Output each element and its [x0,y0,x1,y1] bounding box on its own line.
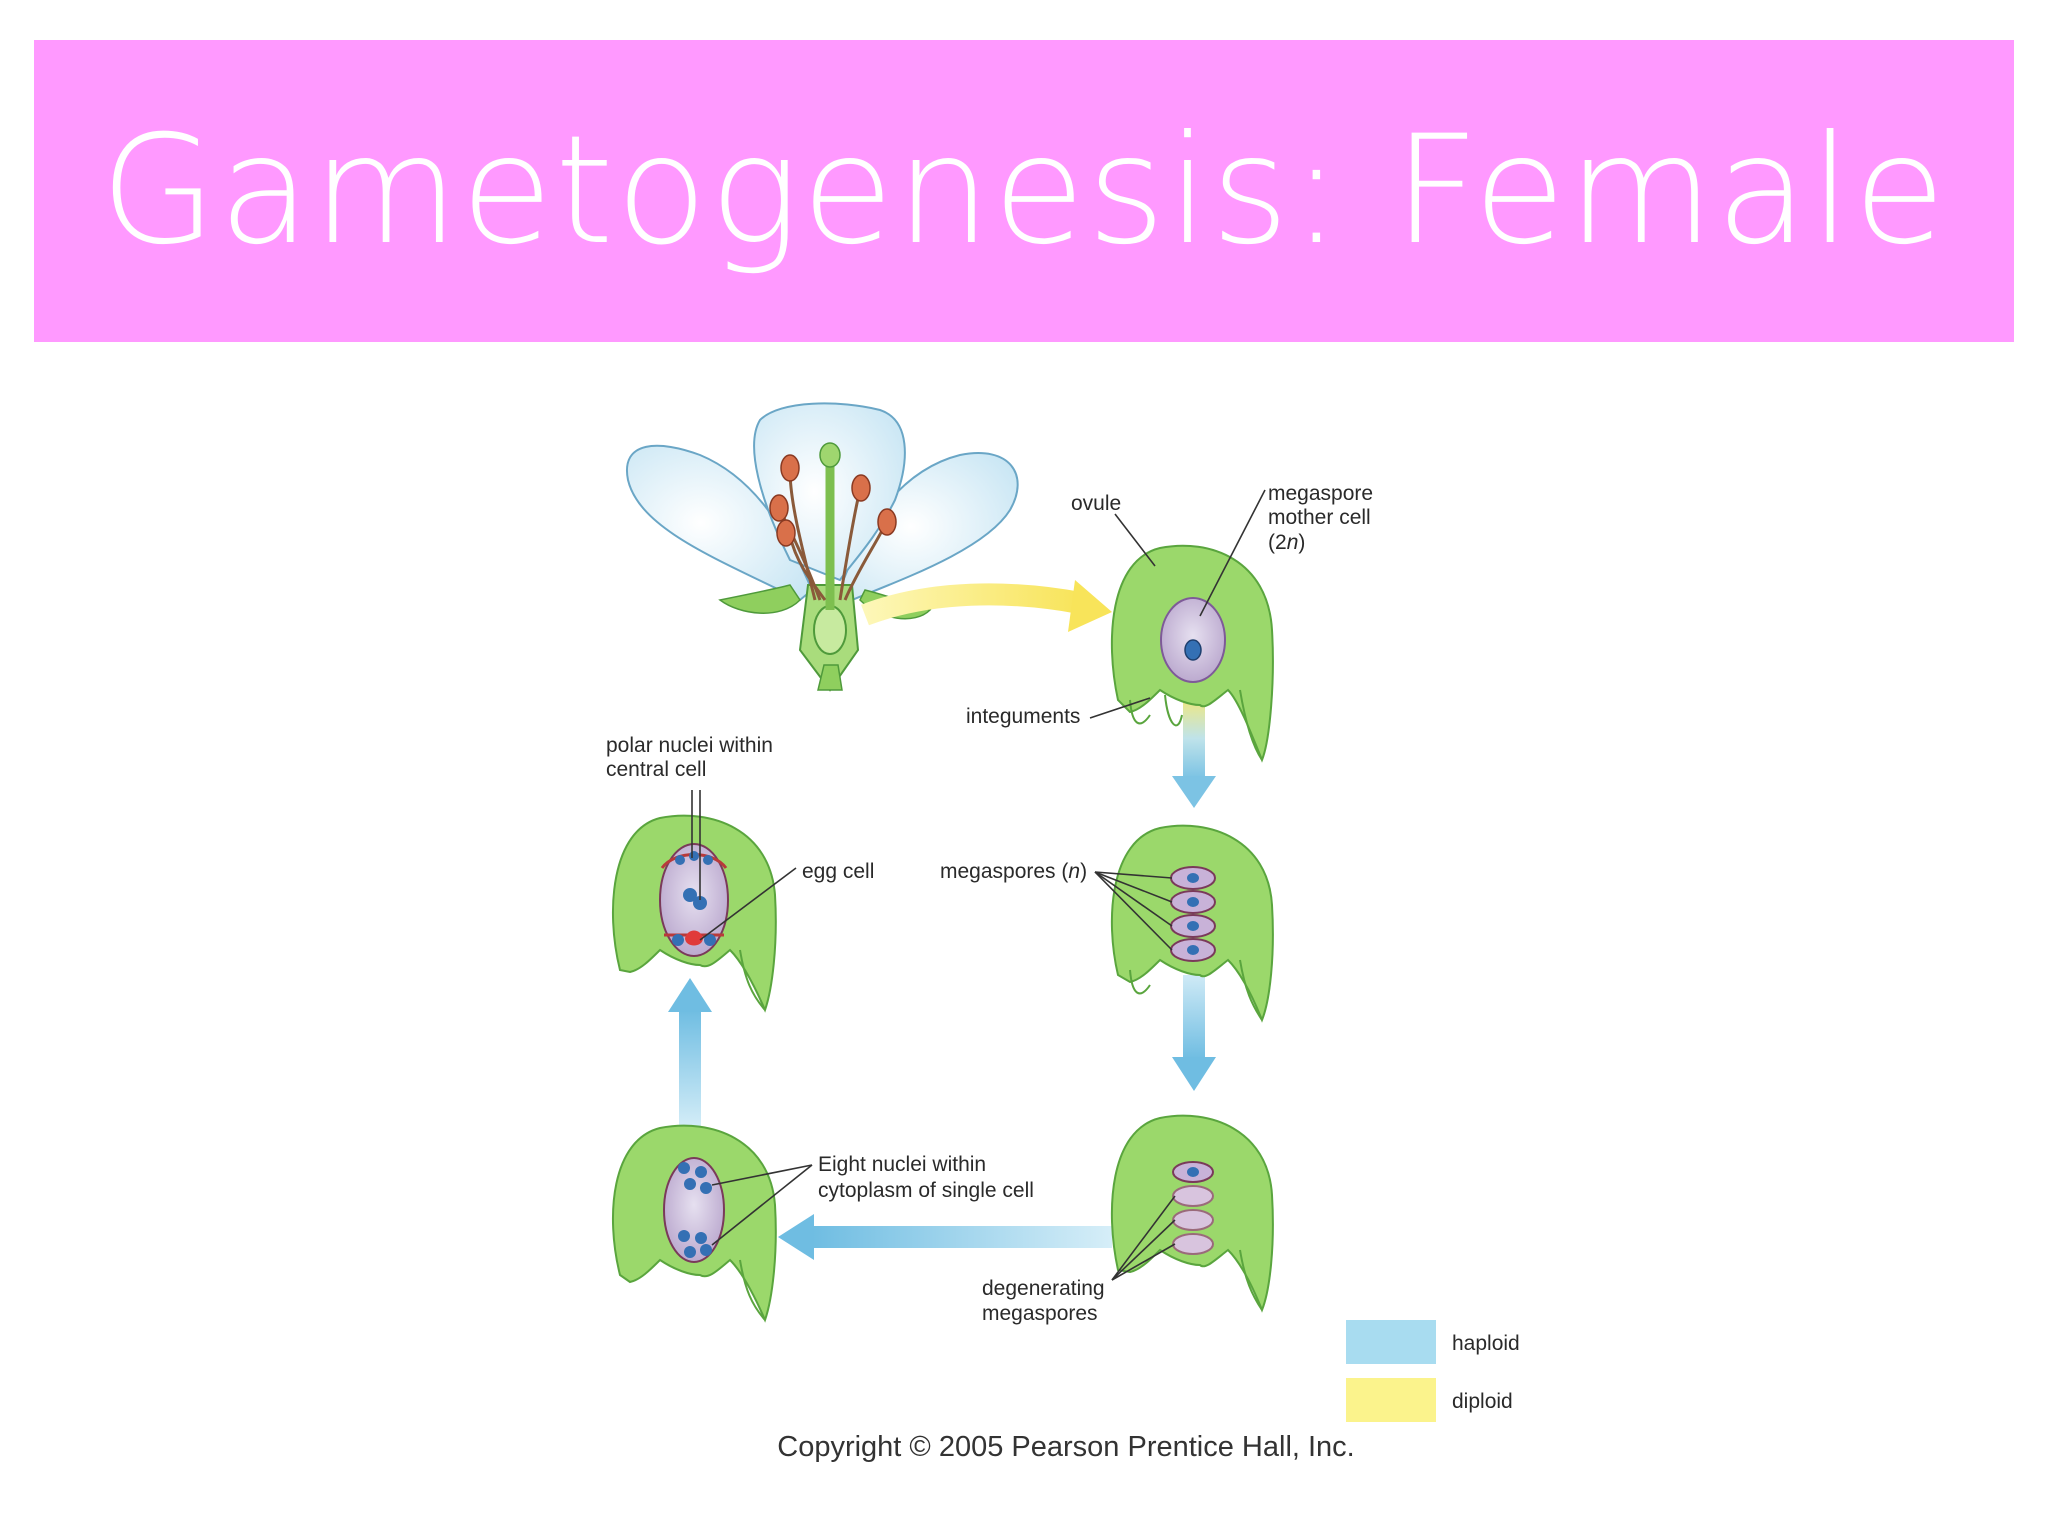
legend: haploid diploid [1346,1320,1520,1422]
copyright-text: Copyright © 2005 Pearson Prentice Hall, … [777,1431,1355,1463]
page-title: Gametogenesis: Female [100,104,1948,278]
label-degenerating-2: megaspores [982,1302,1098,1325]
label-polar-nuclei-1: polar nuclei within [606,734,773,757]
ovule-degenerating [1110,1114,1274,1313]
title-banner: Gametogenesis: Female [34,40,2014,342]
legend-label-diploid: diploid [1452,1390,1513,1413]
ovule-megaspores [1110,824,1274,1023]
arrow-flower-to-ovule [861,580,1112,632]
ovule-embryo-sac [611,814,777,1013]
label-eight-nuclei-2: cytoplasm of single cell [818,1179,1034,1202]
legend-swatch-diploid [1346,1378,1436,1422]
label-megaspore-mother-cell-2: mother cell [1268,506,1371,529]
legend-label-haploid: haploid [1452,1332,1520,1355]
ovule-eight-nuclei [611,1124,777,1323]
label-megaspore-mother-cell-1: megaspore [1268,482,1373,505]
arrow-up [668,978,712,1130]
arrow-mitosis-left [778,1214,1112,1260]
label-megaspore-mother-cell-3: (2n) [1268,531,1305,554]
label-eight-nuclei-1: Eight nuclei within [818,1153,986,1176]
leader-lines [691,489,1266,1281]
label-ovule: ovule [1071,492,1121,515]
label-megaspores: megaspores (n) [940,860,1087,883]
label-integuments: integuments [966,705,1080,728]
label-polar-nuclei-2: central cell [606,758,706,781]
legend-swatch-haploid [1346,1320,1436,1364]
flower-illustration [625,402,1019,692]
label-degenerating-1: degenerating [982,1277,1105,1300]
ovule-megaspore-mother-cell [1110,544,1274,763]
label-egg-cell: egg cell [802,860,874,883]
arrow-meiosis-down [1172,690,1216,808]
arrow-megaspores-down [1172,975,1216,1091]
